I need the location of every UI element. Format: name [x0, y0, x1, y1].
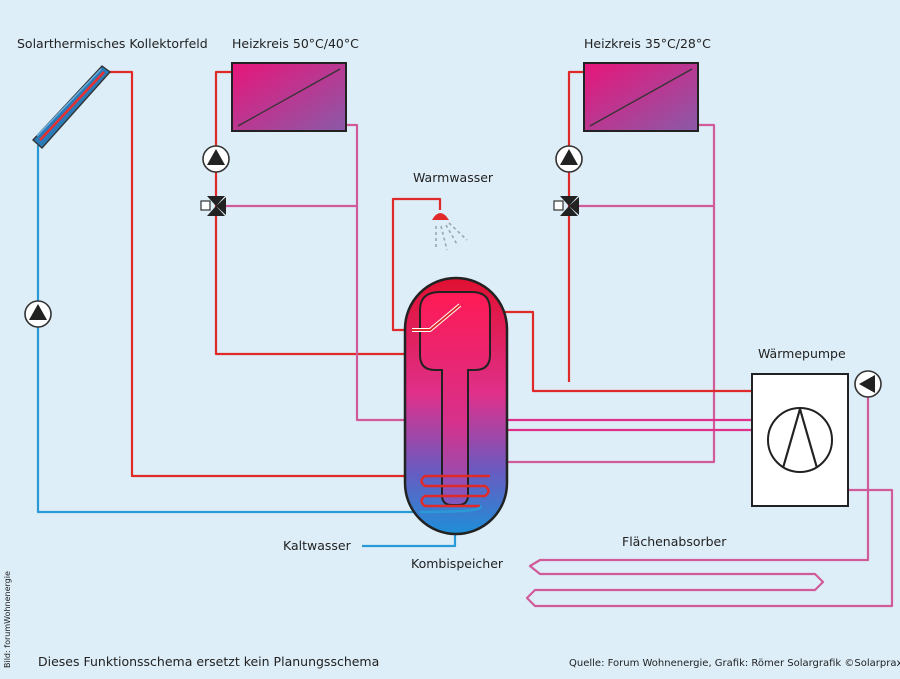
hot-water-pipe — [391, 197, 442, 332]
hc2-supply-pipe — [567, 70, 584, 382]
three-way-valve-icon — [200, 196, 226, 216]
label-cold-water: Kaltwasser — [283, 538, 352, 553]
label-combi-tank: Kombispeicher — [411, 556, 504, 571]
shower-head-icon — [432, 213, 468, 251]
compressor-icon — [767, 407, 833, 473]
source-credit: Quelle: Forum Wohnenergie, Grafik: Römer… — [569, 658, 900, 669]
combi-storage-tank — [403, 276, 509, 536]
hc1-return-pipe — [346, 123, 412, 422]
three-way-valve-icon — [553, 196, 579, 216]
label-collector: Solarthermisches Kollektorfeld — [17, 36, 208, 51]
heat-pump-unit — [751, 373, 849, 507]
label-heating-circuit-2: Heizkreis 35°C/28°C — [584, 36, 711, 51]
pump-icon — [24, 300, 52, 328]
label-heating-circuit-1: Heizkreis 50°C/40°C — [232, 36, 359, 51]
pump-icon — [202, 145, 230, 173]
hp-supply-pipe — [504, 310, 752, 393]
pump-icon — [555, 145, 583, 173]
label-hot-water: Warmwasser — [413, 170, 494, 185]
solar-supply-pipe — [106, 70, 490, 478]
radiator-hc2 — [583, 62, 699, 132]
label-heat-pump: Wärmepumpe — [758, 346, 846, 361]
solar-collector — [31, 65, 112, 149]
hc2-return-pipe — [504, 123, 716, 464]
absorber-pipe-a — [525, 380, 894, 608]
label-ground-absorber: Flächenabsorber — [622, 534, 727, 549]
image-credit: Bild: forumWohnenergie — [3, 571, 12, 668]
pump-icon — [854, 370, 882, 398]
disclaimer-text: Dieses Funktionsschema ersetzt kein Plan… — [38, 654, 379, 669]
radiator-hc1 — [231, 62, 347, 132]
solar-return-pipe — [36, 145, 420, 514]
